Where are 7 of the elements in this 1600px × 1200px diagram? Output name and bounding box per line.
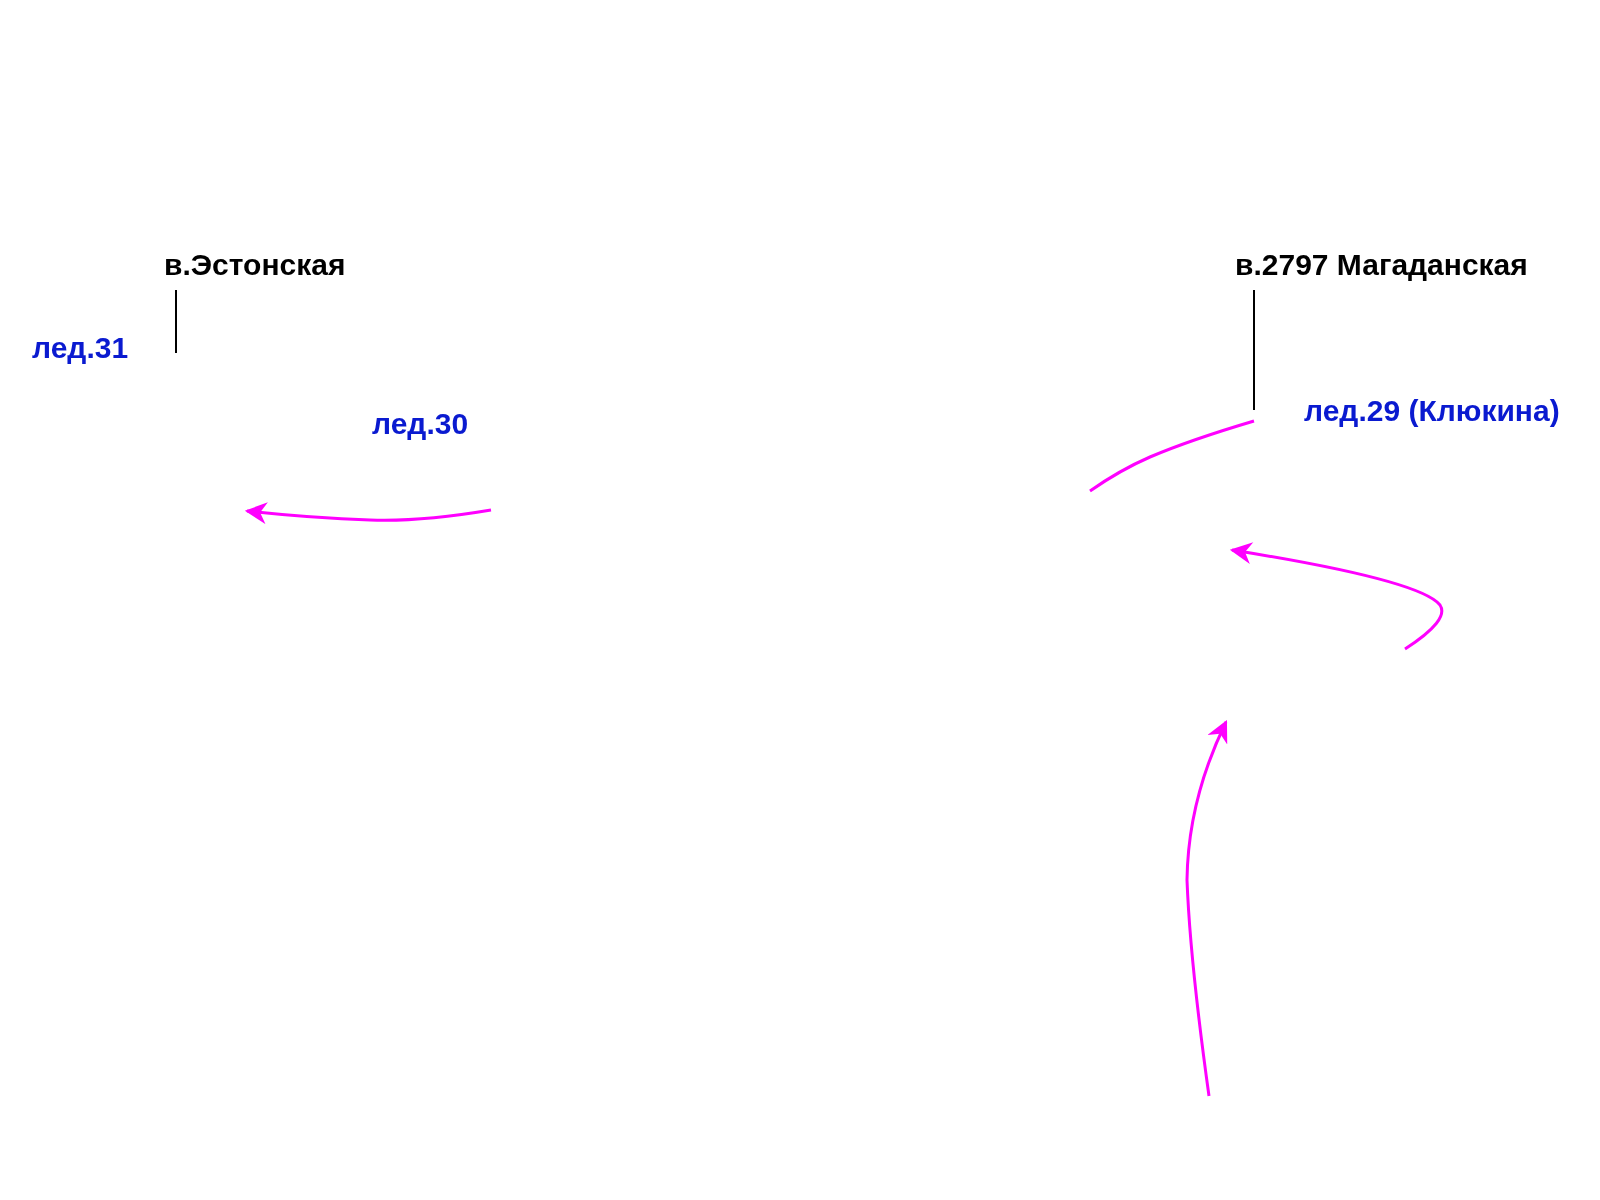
leader-line [175, 289, 177, 354]
glacier-label: лед.31 [32, 333, 129, 363]
glacier-label: лед.30 [372, 409, 469, 439]
peak-label: в.Эстонская [164, 250, 346, 280]
peak-label: в.2797 Магаданская [1235, 250, 1528, 280]
leader-line [1253, 289, 1255, 411]
glacier-label: лед.29 (Клюкина) [1304, 396, 1560, 426]
